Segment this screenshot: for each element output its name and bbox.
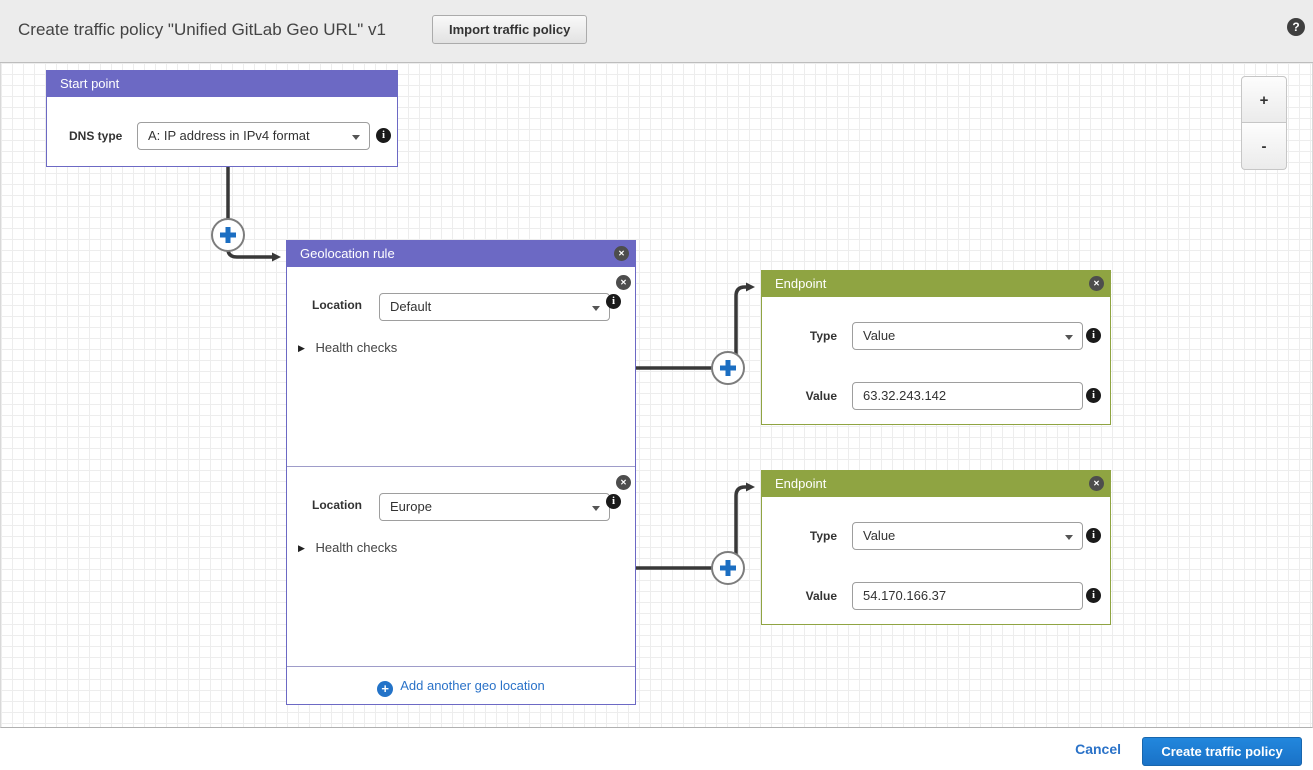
chevron-down-icon bbox=[592, 306, 600, 311]
add-rule-connector-button[interactable] bbox=[711, 551, 745, 585]
collapsed-arrow-icon: ▶ bbox=[298, 543, 305, 553]
endpoint-value-label: Value bbox=[805, 389, 837, 403]
add-rule-connector-button[interactable] bbox=[711, 351, 745, 385]
location-dropdown[interactable]: Europe bbox=[379, 493, 610, 521]
policy-canvas: Start point DNS type A: IP address in IP… bbox=[0, 63, 1313, 728]
health-checks-label: Health checks bbox=[315, 540, 398, 555]
geo-rule-footer: + Add another geo location bbox=[287, 667, 635, 705]
close-icon[interactable]: ✕ bbox=[616, 275, 631, 290]
endpoint-type-info-icon[interactable]: i bbox=[1086, 328, 1101, 343]
close-icon[interactable]: ✕ bbox=[1089, 276, 1104, 291]
connector-geo-default-to-endpoint bbox=[636, 282, 755, 385]
help-icon[interactable]: ? bbox=[1287, 18, 1305, 36]
add-geo-location-link[interactable]: + Add another geo location bbox=[377, 678, 545, 697]
bottom-action-bar: Cancel Create traffic policy bbox=[0, 728, 1313, 770]
endpoint-header: Endpoint ✕ bbox=[762, 271, 1110, 297]
geolocation-rule-header: Geolocation rule ✕ bbox=[287, 241, 635, 267]
connector-start-to-geo bbox=[211, 167, 281, 262]
location-dropdown[interactable]: Default bbox=[379, 293, 610, 321]
import-traffic-policy-button[interactable]: Import traffic policy bbox=[432, 15, 588, 44]
close-icon[interactable]: ✕ bbox=[614, 246, 629, 261]
endpoint-header: Endpoint ✕ bbox=[762, 471, 1110, 497]
chevron-down-icon bbox=[1065, 335, 1073, 340]
endpoint-type-info-icon[interactable]: i bbox=[1086, 528, 1101, 543]
close-icon[interactable]: ✕ bbox=[1089, 476, 1104, 491]
endpoint-value-label: Value bbox=[805, 589, 837, 603]
dns-type-label: DNS type bbox=[69, 129, 123, 143]
health-checks-label: Health checks bbox=[315, 340, 398, 355]
endpoint-type-selected-value: Value bbox=[863, 528, 896, 543]
zoom-out-button[interactable]: - bbox=[1241, 123, 1287, 170]
health-checks-toggle[interactable]: ▶ Health checks bbox=[298, 340, 397, 355]
location-label: Location bbox=[312, 298, 362, 312]
endpoint-type-dropdown[interactable]: Value bbox=[852, 322, 1083, 350]
add-geo-location-label: Add another geo location bbox=[400, 678, 545, 693]
endpoint-value-input[interactable]: 63.32.243.142 bbox=[852, 382, 1083, 410]
create-traffic-policy-button[interactable]: Create traffic policy bbox=[1142, 737, 1302, 766]
location-selected-value: Europe bbox=[390, 499, 432, 514]
close-icon[interactable]: ✕ bbox=[616, 475, 631, 490]
geolocation-rule-node: Geolocation rule ✕ ✕ Location Default i … bbox=[286, 240, 636, 705]
canvas-zoom-controls: + - bbox=[1241, 76, 1287, 170]
endpoint-node-1: Endpoint ✕ Type Value i Value 63.32.243.… bbox=[761, 270, 1111, 425]
endpoint-value-info-icon[interactable]: i bbox=[1086, 388, 1101, 403]
geo-section-europe: ✕ Location Europe i ▶ Health checks bbox=[287, 467, 635, 667]
endpoint-type-label: Type bbox=[809, 329, 837, 343]
health-checks-toggle[interactable]: ▶ Health checks bbox=[298, 540, 397, 555]
endpoint-node-2: Endpoint ✕ Type Value i Value 54.170.166… bbox=[761, 470, 1111, 625]
connector-geo-europe-to-endpoint bbox=[636, 482, 755, 585]
location-label: Location bbox=[312, 498, 362, 512]
endpoint-value-info-icon[interactable]: i bbox=[1086, 588, 1101, 603]
endpoint-title: Endpoint bbox=[775, 476, 827, 491]
geo-section-default: ✕ Location Default i ▶ Health checks bbox=[287, 267, 635, 467]
chevron-down-icon bbox=[592, 506, 600, 511]
endpoint-title: Endpoint bbox=[775, 276, 827, 291]
geolocation-rule-title: Geolocation rule bbox=[300, 246, 395, 261]
endpoint-value-input[interactable]: 54.170.166.37 bbox=[852, 582, 1083, 610]
start-point-header: Start point bbox=[47, 71, 397, 97]
location-info-icon[interactable]: i bbox=[606, 494, 621, 509]
page-title: Create traffic policy "Unified GitLab Ge… bbox=[18, 20, 386, 39]
cancel-link[interactable]: Cancel bbox=[1075, 741, 1121, 757]
location-info-icon[interactable]: i bbox=[606, 294, 621, 309]
dns-type-dropdown[interactable]: A: IP address in IPv4 format bbox=[137, 122, 370, 150]
endpoint-type-selected-value: Value bbox=[863, 328, 896, 343]
add-rule-connector-button[interactable] bbox=[211, 218, 245, 252]
chevron-down-icon bbox=[1065, 535, 1073, 540]
endpoint-type-dropdown[interactable]: Value bbox=[852, 522, 1083, 550]
dns-type-info-icon[interactable]: i bbox=[376, 128, 391, 143]
dns-type-selected-value: A: IP address in IPv4 format bbox=[148, 128, 310, 143]
location-selected-value: Default bbox=[390, 299, 432, 314]
start-point-node: Start point DNS type A: IP address in IP… bbox=[46, 70, 398, 167]
endpoint-type-label: Type bbox=[809, 529, 837, 543]
collapsed-arrow-icon: ▶ bbox=[298, 343, 305, 353]
plus-icon: + bbox=[377, 681, 394, 697]
topbar: Create traffic policy "Unified GitLab Ge… bbox=[0, 0, 1313, 63]
chevron-down-icon bbox=[352, 135, 360, 140]
zoom-in-button[interactable]: + bbox=[1241, 76, 1287, 123]
